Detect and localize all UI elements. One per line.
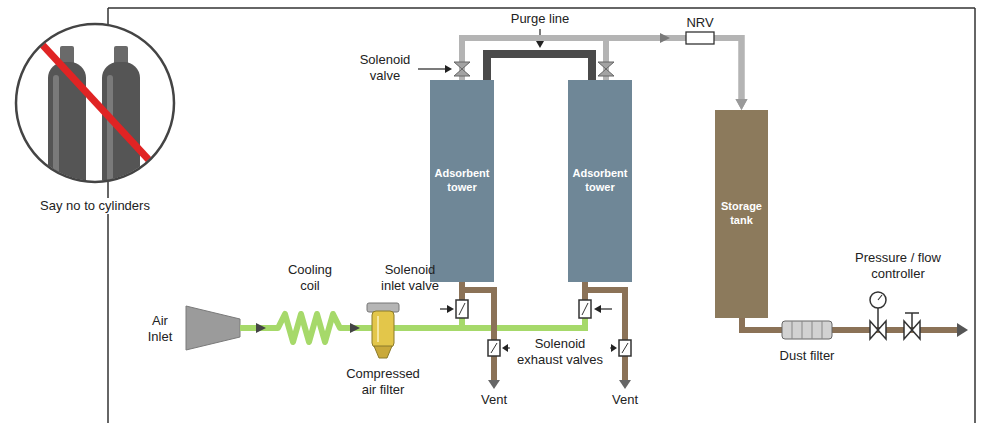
label-holder: Solenoid inlet valve [374, 262, 446, 293]
filter-highlight [377, 316, 379, 342]
node-label: Adsorbent tower [571, 167, 629, 195]
part-label: Say no to cylinders [37, 198, 153, 214]
valve-stem [911, 313, 913, 330]
valve-mark [622, 343, 628, 353]
part-label: Vent [612, 392, 638, 408]
filter-drain [374, 346, 392, 358]
badge-ground [15, 23, 175, 183]
outlet-pipe [832, 327, 958, 333]
vent-pipe [491, 356, 497, 381]
pipe-connector [487, 54, 592, 80]
valve-mark [582, 303, 588, 315]
flow-arrow [660, 33, 670, 43]
leader-line [440, 308, 448, 309]
frame-line [108, 7, 975, 9]
cylinder-highlight [53, 75, 59, 195]
dust-filter-body [782, 321, 832, 339]
gauge-needle [878, 295, 882, 300]
exhaust-valve-symbol [619, 340, 631, 356]
vent-pipe [622, 356, 628, 381]
air-line [394, 325, 585, 331]
dust-filter-rib [802, 321, 803, 339]
cylinder-icons [38, 40, 160, 212]
part-label: Cooling coil [280, 262, 340, 293]
arrow-head [736, 99, 748, 110]
valve-mark [459, 303, 465, 315]
non-return-valve [686, 32, 714, 44]
dust-filter-rib [812, 321, 813, 339]
valve-symbol [870, 321, 878, 339]
arrow-head [736, 99, 748, 110]
frame-line [974, 8, 976, 423]
leader-line [600, 308, 612, 309]
node-label: Adsorbent tower [433, 167, 491, 195]
exhaust-valve-symbol [488, 340, 500, 356]
valve-symbol [912, 321, 920, 339]
label-holder: Compressed air filter [343, 366, 423, 397]
valve-symbol [878, 321, 886, 339]
vent-arrow [619, 380, 631, 389]
process-box: Adsorbent tower [430, 80, 494, 282]
label-holder: Air Inlet [140, 313, 180, 344]
prohibition-slash [38, 40, 160, 172]
pipe-line [487, 54, 592, 80]
cylinder-body [102, 62, 140, 212]
part-label: Solenoid exhaust valves [513, 336, 608, 367]
air-inlet-cone [186, 306, 240, 350]
vent-arrow [488, 380, 500, 389]
badge-ring [16, 24, 174, 182]
label-holder: Cooling coil [280, 262, 340, 293]
valve-handle [905, 312, 919, 314]
air-line-with-cooling-coil [240, 314, 372, 342]
label-holder: Solenoid valve [354, 52, 416, 83]
flow-arrow [256, 323, 266, 333]
inlet-valve-symbol [579, 300, 591, 318]
part-label: Pressure / flow controller [848, 250, 948, 281]
leader-arrow [594, 305, 601, 313]
flow-arrow [350, 323, 360, 333]
part-label: Compressed air filter [343, 366, 423, 397]
pressure-gauge [870, 292, 886, 308]
leader-arrow [611, 344, 617, 352]
filter-bowl [372, 311, 394, 347]
part-label: Purge line [511, 11, 570, 27]
leader-line [418, 68, 446, 69]
label-holder: Say no to cylinders [20, 198, 170, 214]
part-label: NRV [686, 15, 713, 31]
label-holder: Solenoid exhaust valves [513, 336, 608, 367]
cylinder-highlight [107, 75, 113, 195]
part-label: Dust filter [780, 348, 835, 364]
process-box: Adsorbent tower [568, 80, 632, 282]
inlet-valve-symbol [456, 300, 468, 318]
gauge-stem [877, 308, 879, 330]
node-label: Storage tank [718, 200, 765, 228]
dust-filter-rib [822, 321, 823, 339]
label-holder: Pressure / flow controller [848, 250, 948, 281]
label-holder: NRV [680, 15, 720, 31]
leader-arrow [536, 41, 544, 48]
process-box: Storage tank [715, 110, 768, 318]
part-label: Vent [481, 392, 507, 408]
leader-arrow [447, 305, 454, 313]
air-line [459, 318, 465, 331]
leader-arrow [502, 344, 508, 352]
part-label: Solenoid inlet valve [374, 262, 446, 293]
air-line [582, 318, 588, 331]
label-holder: Vent [605, 392, 645, 408]
valve-mark [491, 343, 497, 353]
label-holder: Vent [474, 392, 514, 408]
part-label: Solenoid valve [354, 52, 416, 83]
leader-arrow [445, 65, 452, 73]
outlet-pipe [742, 316, 782, 330]
part-label: Air Inlet [140, 313, 180, 344]
solenoid-valve-symbol [598, 62, 614, 76]
outlet-arrow [957, 323, 968, 337]
dust-filter-rib [792, 321, 793, 339]
solenoid-valve-symbol [454, 62, 470, 76]
valve-symbol [904, 321, 912, 339]
label-holder: Dust filter [767, 348, 847, 364]
label-holder: Purge line [495, 11, 585, 27]
